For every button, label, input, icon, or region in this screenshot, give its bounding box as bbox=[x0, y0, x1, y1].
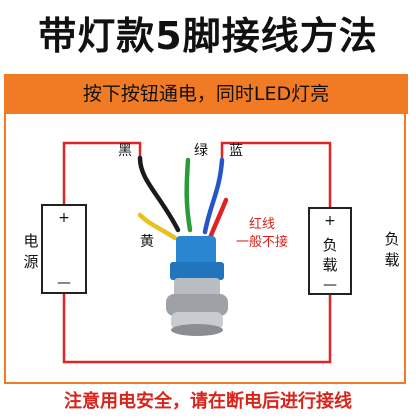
load-label-bottom: 载 bbox=[322, 256, 337, 274]
load-side-label-bottom: 载 bbox=[384, 251, 399, 269]
note-red-line: 红线 bbox=[249, 216, 275, 232]
load-side-label-top: 负 bbox=[384, 230, 399, 248]
red-circuit-wire bbox=[62, 141, 332, 364]
power-label-bottom: 源 bbox=[23, 253, 38, 271]
push-button-switch bbox=[166, 236, 228, 336]
switch-wires bbox=[137, 155, 229, 241]
red-led-wire bbox=[207, 197, 229, 241]
power-label-top: 电 bbox=[23, 232, 38, 250]
wire-label-blue: 蓝 bbox=[229, 143, 243, 159]
diagram-frame bbox=[4, 114, 406, 384]
load-minus-sign: — bbox=[323, 277, 337, 293]
power-source-box: + — bbox=[41, 204, 87, 294]
instruction-banner: 按下按钮通电，同时LED灯亮 bbox=[4, 74, 408, 114]
blue-wire bbox=[202, 157, 225, 235]
load-plus-sign: + bbox=[324, 213, 336, 229]
wire-label-black: 黑 bbox=[118, 143, 132, 159]
wire-label-yellow: 黄 bbox=[140, 233, 154, 250]
black-wire bbox=[137, 155, 181, 233]
note-not-connected: 一般不接 bbox=[236, 234, 288, 250]
green-wire bbox=[184, 157, 193, 233]
power-plus-sign: + bbox=[58, 210, 70, 226]
wire-label-green: 绿 bbox=[194, 143, 208, 159]
load-box: + 负 载 — bbox=[308, 207, 352, 295]
safety-warning: 注意用电安全，请在断电后进行接线 bbox=[64, 391, 352, 412]
load-label-top: 负 bbox=[322, 236, 337, 254]
yellow-wire bbox=[137, 212, 178, 241]
power-minus-sign: — bbox=[57, 275, 71, 291]
page-title: 带灯款5脚接线方法 bbox=[38, 14, 378, 58]
